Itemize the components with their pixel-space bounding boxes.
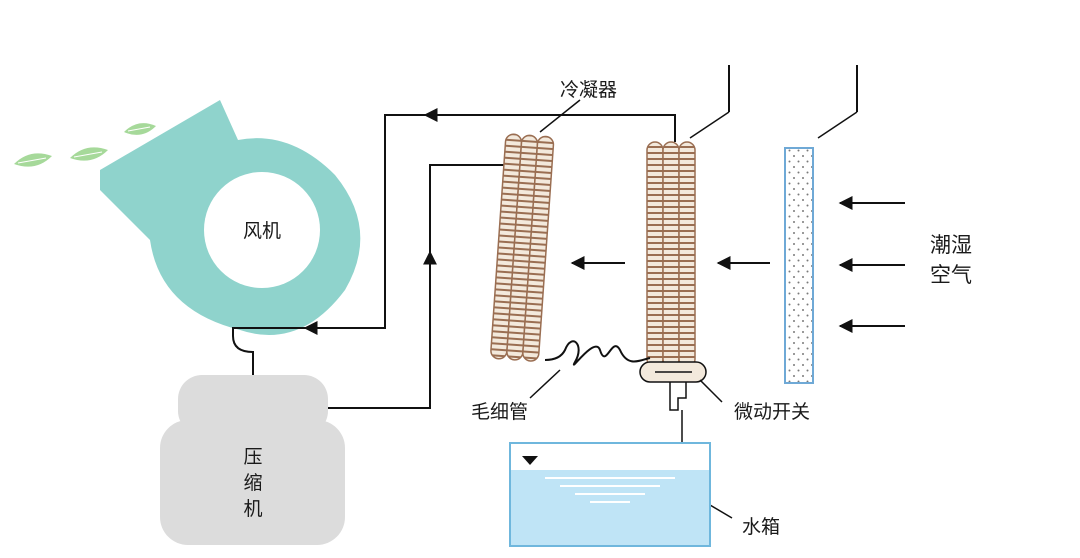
ceiling-lines bbox=[728, 65, 858, 112]
humid-air-label-2: 空气 bbox=[930, 263, 972, 287]
water-tank bbox=[509, 442, 711, 547]
condenser-label: 冷凝器 bbox=[560, 79, 617, 101]
capillary-label: 毛细管 bbox=[471, 401, 528, 423]
fan-label: 风机 bbox=[243, 220, 281, 242]
airflow-arrows bbox=[570, 196, 905, 333]
capillary-tube bbox=[544, 340, 651, 366]
fan-icon bbox=[100, 100, 361, 335]
leaf-icon bbox=[124, 123, 156, 135]
compressor-label-2: 缩 bbox=[243, 472, 262, 494]
refrigerant-lines bbox=[232, 114, 676, 409]
leaf-icon bbox=[14, 153, 52, 167]
micro-switch-label: 微动开关 bbox=[734, 401, 810, 423]
leaf-icon bbox=[70, 147, 108, 161]
condenser-coil bbox=[490, 133, 555, 362]
compressor-label-1: 压 bbox=[243, 446, 262, 468]
leader-lines bbox=[529, 99, 858, 519]
water-tank-label: 水箱 bbox=[742, 516, 780, 538]
humid-air-label-1: 潮湿 bbox=[930, 233, 972, 257]
compressor bbox=[160, 375, 345, 545]
compressor-label-3: 机 bbox=[243, 498, 262, 520]
evaporator-coil bbox=[646, 141, 696, 368]
air-filter bbox=[784, 147, 814, 384]
micro-switch bbox=[639, 361, 707, 442]
